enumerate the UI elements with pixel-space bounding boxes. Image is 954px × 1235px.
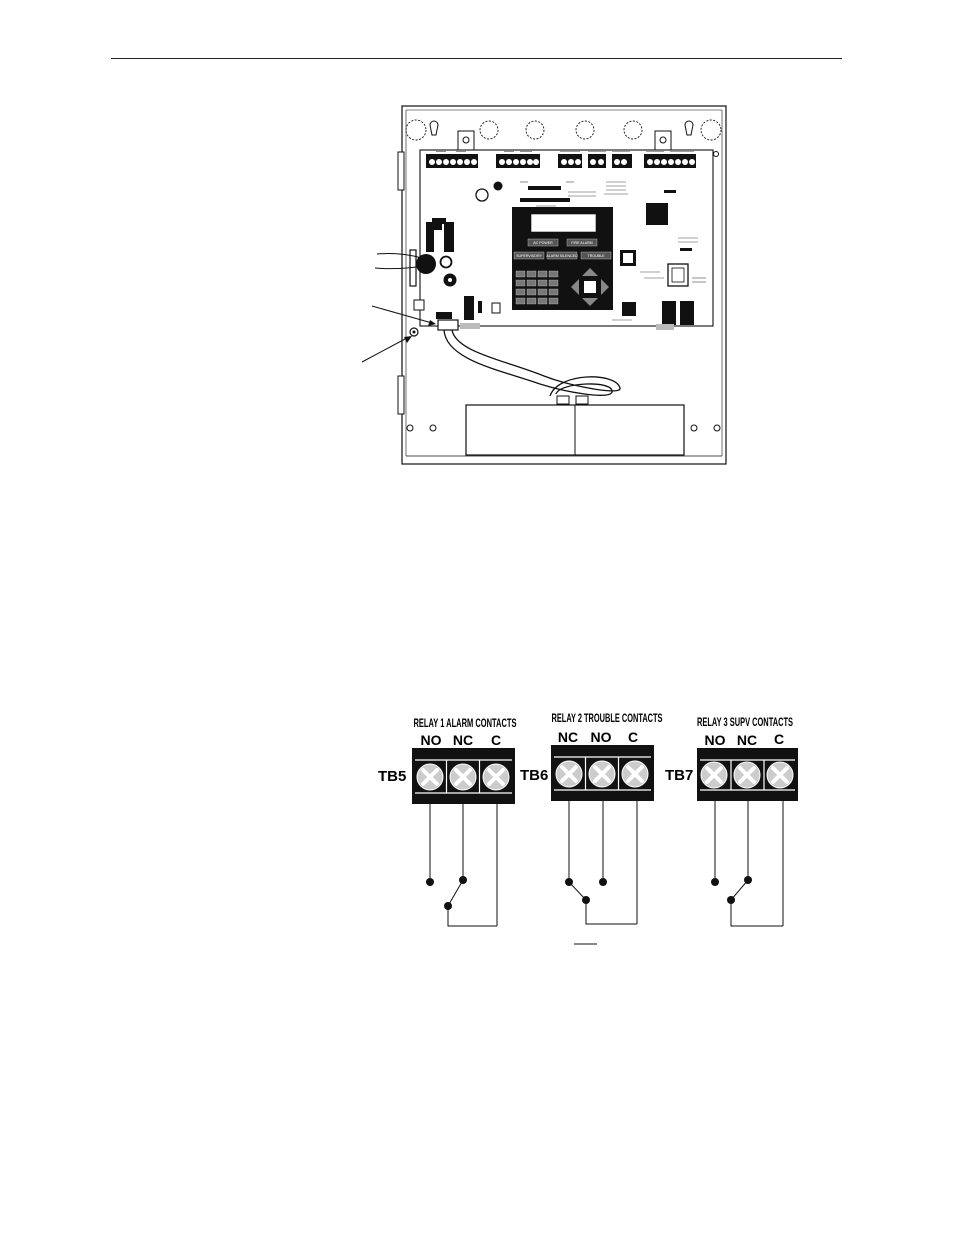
enclosure-figure: AC POWER FIRE ALARM SUPERVISORY ALARM SI… — [361, 105, 727, 465]
relay-1-title: RELAY 1 ALARM CONTACTS — [414, 718, 517, 730]
lcd-display — [530, 213, 597, 233]
processor-chip — [646, 203, 668, 225]
relay-1-terminal-1: NO — [421, 732, 442, 748]
hinge-bottom — [397, 375, 405, 415]
tb6-screws — [555, 760, 649, 788]
mounting-holes — [406, 151, 721, 432]
trouble-led-label: TROUBLE — [588, 254, 606, 258]
top-terminal-blocks — [426, 154, 696, 168]
relay-1-terminal-2: NC — [453, 732, 473, 748]
arrow-keypad — [571, 268, 609, 306]
ac-power-led-label: AC POWER — [533, 241, 553, 245]
keypad-module: AC POWER FIRE ALARM SUPERVISORY ALARM SI… — [512, 207, 613, 310]
battery-connector — [437, 319, 459, 331]
knockouts — [405, 119, 722, 141]
tb5-screws — [416, 763, 510, 791]
fire-alarm-led-label: FIRE ALARM — [571, 241, 592, 245]
relay-contacts-figure: RELAY 1 ALARM CONTACTS NO NC C TB5 — [378, 713, 798, 945]
relay-3-title: RELAY 3 SUPV CONTACTS — [697, 717, 793, 729]
relay-3-group: RELAY 3 SUPV CONTACTS NO NC C TB7 — [665, 717, 798, 927]
relay-3-terminal-2: NC — [737, 732, 757, 748]
hinge-top — [397, 151, 405, 191]
power-supply-components — [409, 218, 501, 329]
relay-3-terminal-1: NO — [705, 732, 726, 748]
header-rule — [111, 58, 842, 59]
callout-lines — [361, 253, 433, 363]
relay-1-terminal-3: C — [491, 732, 501, 748]
relay-2-title: RELAY 2 TROUBLE CONTACTS — [552, 713, 663, 725]
tb7-screws — [700, 761, 794, 789]
tb5-label: TB5 — [378, 768, 406, 785]
relay-2-terminal-3: C — [628, 729, 638, 745]
buzzer — [475, 188, 489, 202]
relay-2-contacts — [568, 801, 638, 925]
relay-1-contacts — [429, 804, 498, 927]
battery-cables — [443, 329, 621, 397]
relay-3-contacts — [714, 801, 784, 927]
relay-2-terminal-1: NC — [558, 729, 578, 745]
ground-stud — [409, 327, 419, 337]
tb6-label: TB6 — [520, 767, 548, 784]
keyhole-slots — [429, 120, 694, 152]
relay-2-group: RELAY 2 TROUBLE CONTACTS NC NO C TB6 — [520, 713, 663, 945]
tb7-label: TB7 — [665, 767, 693, 784]
relay-1-group: RELAY 1 ALARM CONTACTS NO NC C TB5 — [378, 718, 517, 927]
relay-2-terminal-2: NO — [591, 729, 612, 745]
pot-knob — [493, 181, 503, 191]
supervisory-led-label: SUPERVISORY — [516, 254, 542, 258]
alarm-silenced-led-label: ALARM SILENCED — [546, 254, 578, 258]
relay-3-terminal-3: C — [774, 731, 784, 747]
cabinet-outline — [401, 105, 727, 465]
